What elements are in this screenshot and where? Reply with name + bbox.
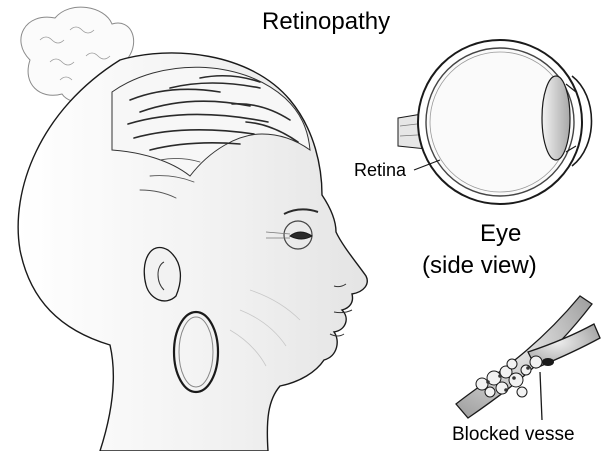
retina-label: Retina	[354, 160, 406, 181]
vessel-main	[456, 296, 592, 418]
diagram-title: Retinopathy	[262, 8, 390, 36]
lens	[542, 76, 570, 160]
clot-cluster	[476, 356, 542, 397]
blocked-vessel-illustration	[456, 296, 600, 418]
head-profile	[18, 7, 367, 451]
eye-cross-section	[398, 40, 592, 204]
blocked-pointer	[540, 372, 542, 420]
blocked-vessel-label: Blocked vesse	[452, 424, 575, 446]
eye-label: Eye	[480, 220, 521, 248]
side-view-label: (side view)	[422, 252, 537, 280]
